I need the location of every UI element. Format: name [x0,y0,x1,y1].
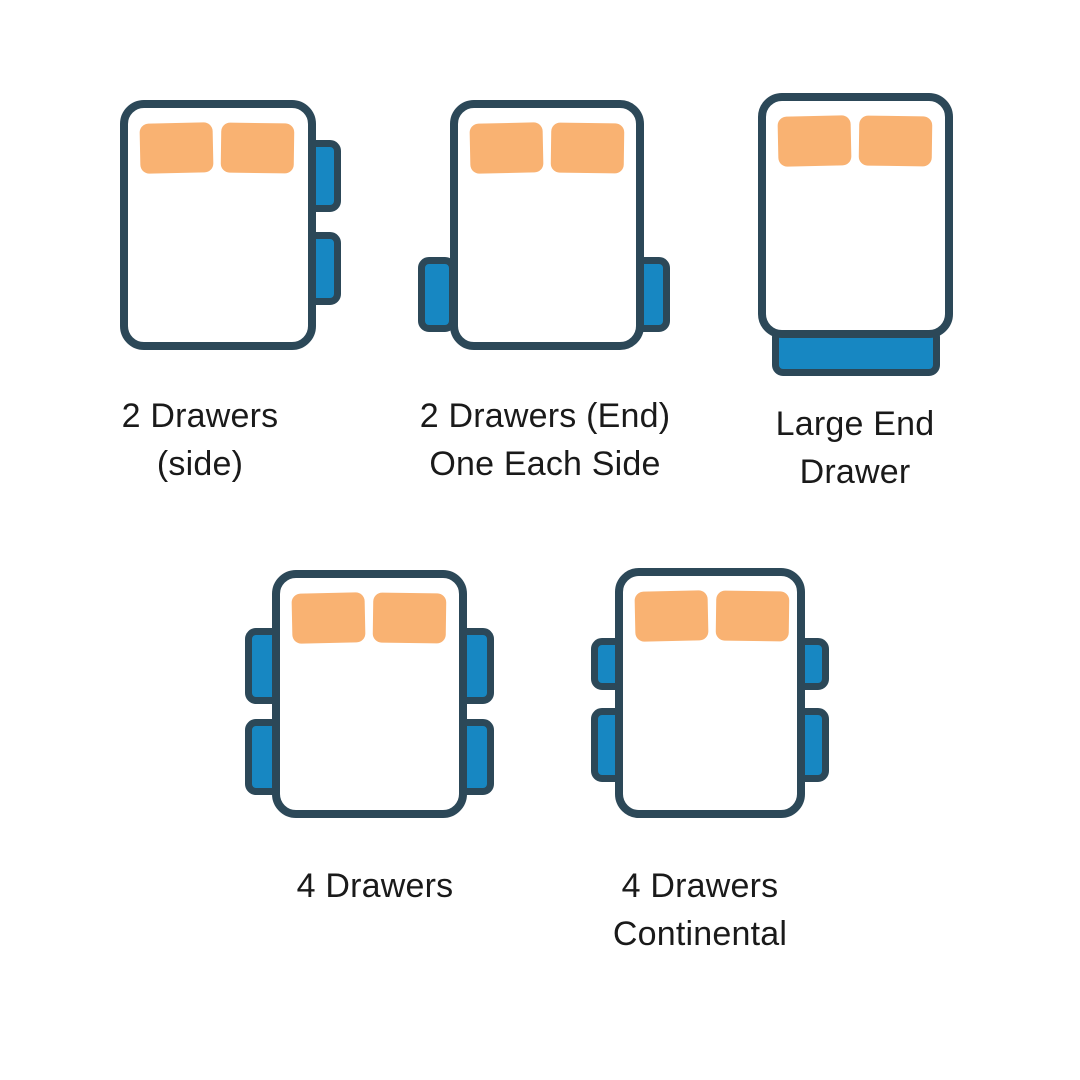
bed-top-view-icon [615,568,805,818]
pillow-right-icon [550,122,625,174]
bed-top-view-icon [272,570,467,818]
pillow-right-icon [372,592,447,644]
bed-top-view-icon [120,100,316,350]
pillow-left-icon [469,122,544,174]
figure-label: Large End Drawer [775,405,935,491]
pillow-right-icon [715,590,790,642]
pillow-left-icon [139,122,214,174]
bed-top-view-icon [450,100,644,350]
pillow-right-icon [858,115,933,167]
pillow-left-icon [777,115,852,167]
pillow-left-icon [291,592,366,644]
figure-label: 4 Drawers [296,867,454,905]
bed-top-view-icon [758,93,953,338]
figure-label: 2 Drawers (End) One Each Side [419,397,671,483]
pillow-left-icon [634,590,709,642]
figure-label: 2 Drawers (side) [121,397,279,483]
pillow-right-icon [220,122,295,174]
figure-label: 4 Drawers Continental [612,867,788,953]
